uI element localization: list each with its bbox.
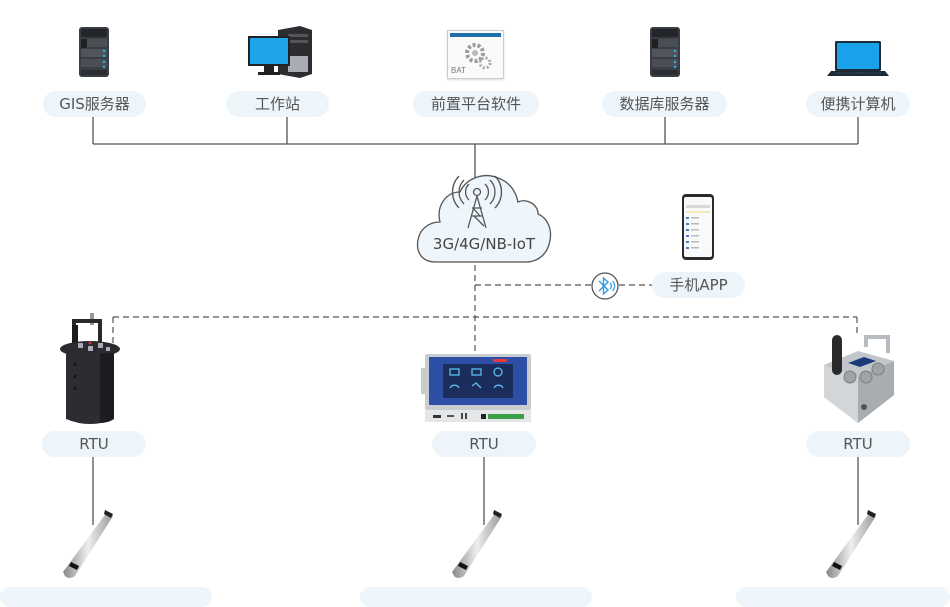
node-label-db-server: 数据库服务器 bbox=[602, 91, 727, 117]
rtu-label-3: RTU bbox=[806, 431, 910, 457]
bat-software-icon: BAT bbox=[447, 30, 504, 79]
rtu-label-1: RTU bbox=[42, 431, 146, 457]
laptop-icon bbox=[827, 41, 889, 76]
probe-sensor-icon bbox=[63, 510, 113, 578]
bat-label: BAT bbox=[451, 66, 466, 75]
network-label: 3G/4G/NB-IoT bbox=[433, 235, 536, 253]
node-label-gis-server: GIS服务器 bbox=[43, 91, 146, 117]
desktop-workstation-icon bbox=[248, 26, 312, 78]
mobile-app-label: 手机APP bbox=[652, 272, 745, 298]
connection-lines bbox=[92, 117, 859, 525]
cell-tower-cloud-icon: 3G/4G/NB-IoT bbox=[416, 175, 552, 263]
node-label-laptop: 便携计算机 bbox=[806, 91, 910, 117]
rtu-label-2: RTU bbox=[432, 431, 536, 457]
node-label-frontend-software: 前置平台软件 bbox=[413, 91, 539, 117]
cylinder-rtu-icon bbox=[60, 313, 120, 424]
smartphone-icon bbox=[682, 194, 714, 260]
sensor-label-1-cropped bbox=[0, 587, 212, 607]
box-rtu-icon bbox=[824, 335, 894, 423]
rack-server-icon bbox=[650, 27, 680, 77]
probe-sensor-icon bbox=[826, 510, 876, 578]
sensor-label-3-cropped bbox=[736, 587, 950, 607]
node-label-workstation: 工作站 bbox=[226, 91, 329, 117]
probe-sensor-icon bbox=[452, 510, 502, 578]
bluetooth-icon bbox=[591, 272, 619, 300]
sensor-label-2-cropped bbox=[360, 587, 592, 607]
rack-server-icon bbox=[79, 27, 109, 77]
touchscreen-rtu-icon bbox=[421, 354, 531, 422]
